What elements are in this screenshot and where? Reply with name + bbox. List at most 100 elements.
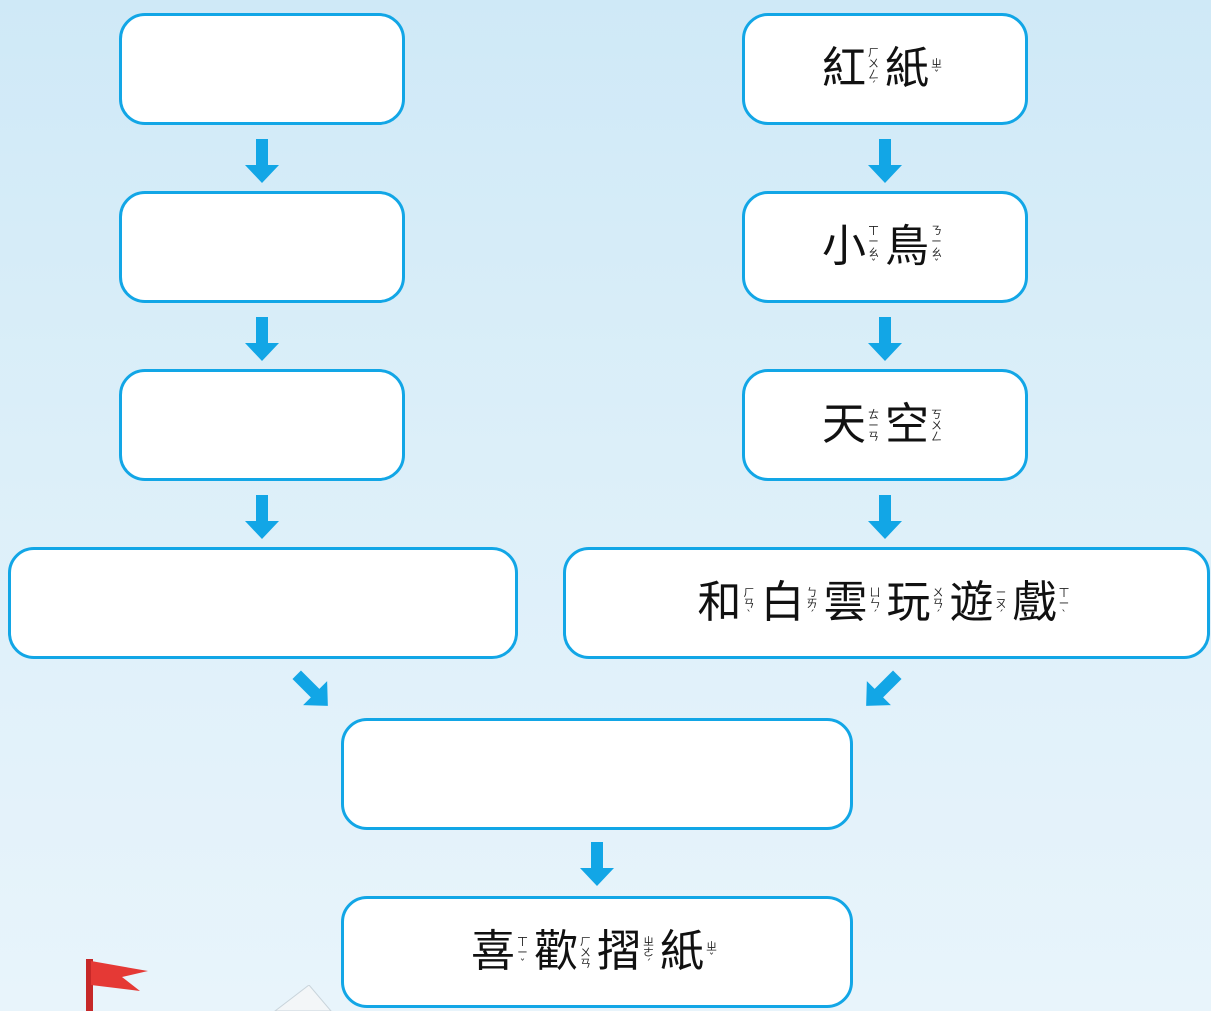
zhuyin-symbol: ㄏ bbox=[868, 46, 879, 59]
down-arrow-icon bbox=[580, 842, 614, 886]
zhuyin-symbol: ㄨ bbox=[580, 945, 591, 959]
diagonal-arrow-down-right-icon bbox=[292, 670, 328, 706]
zhuyin-symbol: ˊ bbox=[935, 607, 941, 621]
zhuyin-symbol: ˊ bbox=[645, 956, 652, 970]
zhuyin-symbol: ˊ bbox=[998, 607, 1004, 621]
zhuyin-symbol: ㄡ bbox=[995, 596, 1007, 610]
diagonal-arrow-down-left-icon bbox=[866, 670, 902, 706]
zhuyin-symbol: ㄊ bbox=[868, 407, 879, 421]
zhuyin-symbol: ㄓ bbox=[706, 940, 717, 953]
word-sky: 天ㄊㄧㄢ 空ㄎㄨㄥ bbox=[822, 403, 948, 447]
zhuyin-symbol: ㄎ bbox=[931, 407, 942, 421]
merge-box bbox=[341, 718, 853, 830]
zhuyin-symbol: ˊ bbox=[809, 607, 815, 621]
zhuyin-symbol: ㄧ bbox=[995, 585, 1007, 599]
zhuyin-symbol: ㄞ bbox=[806, 596, 818, 610]
zhuyin-symbol: ˇ bbox=[933, 68, 940, 81]
down-arrow-icon bbox=[245, 139, 279, 183]
zhuyin-symbol: ㄅ bbox=[806, 585, 818, 599]
zhuyin-symbol: ㄢ bbox=[868, 429, 879, 443]
down-arrow-icon bbox=[868, 495, 902, 539]
zhuyin-symbol: ㄧ bbox=[517, 945, 528, 959]
zhuyin-symbol: ˋ bbox=[746, 607, 752, 621]
zhuyin-symbol: ㄧ bbox=[868, 418, 879, 432]
zhuyin-symbol: ㄠ bbox=[868, 246, 879, 259]
left-box-4 bbox=[8, 547, 518, 659]
zhuyin-symbol: ˇ bbox=[519, 956, 526, 970]
char-unit: 空ㄎㄨㄥ bbox=[885, 399, 942, 450]
zhuyin-symbol: ㄏ bbox=[743, 585, 755, 599]
zhuyin-symbol: ㄨ bbox=[868, 57, 879, 70]
zhuyin-symbol: ㄥ bbox=[868, 68, 879, 81]
down-arrow-icon bbox=[245, 495, 279, 539]
zhuyin-symbol: ㄢ bbox=[580, 956, 591, 970]
down-arrow-icon bbox=[868, 317, 902, 361]
zhuyin-symbol: ㄨ bbox=[931, 418, 942, 432]
zhuyin-symbol: ˋ bbox=[1061, 607, 1067, 621]
left-box-1 bbox=[119, 13, 405, 125]
down-arrow-icon bbox=[245, 317, 279, 361]
zhuyin-symbol: ㄧ bbox=[868, 235, 879, 248]
left-box-2 bbox=[119, 191, 405, 303]
zhuyin-symbol: ㄨ bbox=[932, 585, 944, 599]
down-arrow-icon bbox=[868, 139, 902, 183]
left-box-3 bbox=[119, 369, 405, 481]
zhuyin-symbol: ㄧ bbox=[931, 235, 942, 248]
char-unit: 天ㄊㄧㄢ bbox=[822, 399, 879, 450]
zhuyin-symbol: ㄩ bbox=[869, 585, 881, 599]
zhuyin-symbol: ㄧ bbox=[1058, 596, 1070, 610]
paper-boat-icon bbox=[274, 985, 332, 1011]
zhuyin-symbol: ˇ bbox=[933, 257, 940, 270]
zhuyin-symbol: ㄜ bbox=[643, 945, 654, 959]
zhuyin-symbol: ˇ bbox=[870, 257, 877, 270]
zhuyin-symbol: ㄥ bbox=[931, 429, 942, 443]
right-box-3: 天ㄊㄧㄢ 空ㄎㄨㄥ bbox=[742, 369, 1028, 481]
zhuyin-symbol: ㄢ bbox=[743, 596, 755, 610]
zhuyin: ㄏㄨㄢ bbox=[580, 936, 591, 969]
zhuyin-symbol: ˇ bbox=[708, 951, 715, 964]
zhuyin-symbol: ˊ bbox=[870, 79, 877, 92]
zhuyin-symbol: ㄒ bbox=[868, 224, 879, 237]
zhuyin-symbol: ㄓ bbox=[643, 934, 654, 948]
zhuyin-symbol: ㄠ bbox=[931, 246, 942, 259]
zhuyin-symbol: ㄏ bbox=[580, 934, 591, 948]
zhuyin-symbol: ㄣ bbox=[869, 596, 881, 610]
zhuyin: ㄎㄨㄥ bbox=[931, 409, 942, 442]
zhuyin-symbol: ㄢ bbox=[932, 596, 944, 610]
char-unit: 歡ㄏㄨㄢ bbox=[534, 926, 591, 977]
zhuyin-symbol: ㄒ bbox=[1058, 585, 1070, 599]
zhuyin-symbol: ˊ bbox=[872, 607, 878, 621]
